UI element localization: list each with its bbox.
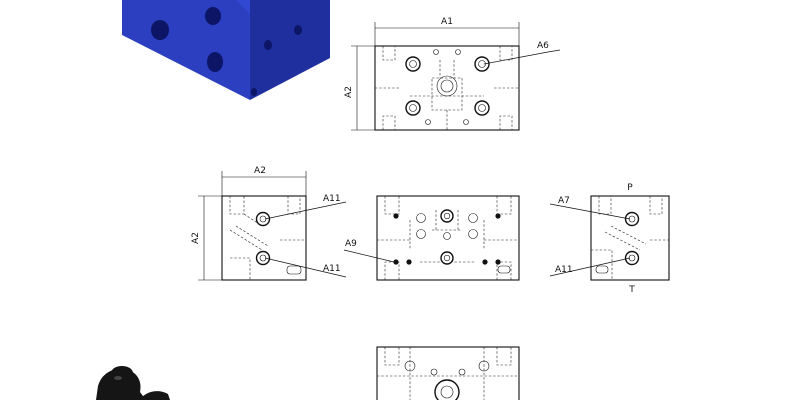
port-t-label: T [628, 285, 635, 295]
block-top-edge [236, 0, 250, 14]
callout-a6-label: A6 [537, 41, 549, 51]
block-front-face [122, 0, 250, 100]
block-hole [207, 52, 223, 72]
block-side-face [250, 0, 330, 100]
small-hole [393, 259, 399, 265]
left-side-view: A2 A2 A11 A11 [191, 166, 347, 281]
block-hole [251, 88, 257, 96]
knob-highlight [114, 376, 122, 380]
callout-a9-label: A9 [345, 239, 357, 249]
block-hole [294, 25, 302, 35]
front-view: A9 [343, 195, 520, 281]
dimension-a2-label: A2 [344, 86, 354, 98]
top-view: A1 A2 A6 [344, 17, 561, 131]
knob-render [96, 366, 170, 400]
manifold-block-3d-render [122, 0, 330, 100]
block-hole [264, 40, 272, 50]
dimension-a2-horizontal-label: A2 [254, 166, 266, 176]
small-hole [406, 259, 412, 265]
small-hole [495, 259, 501, 265]
port-p-label: P [627, 183, 633, 193]
callout-a11-lower-label: A11 [323, 264, 341, 274]
small-hole [393, 213, 399, 219]
callout-a11-right-label: A11 [555, 265, 573, 275]
bottom-view [376, 346, 520, 400]
block-hole [151, 20, 169, 40]
right-side-view: P T A7 A11 [549, 183, 670, 295]
callout-a7-label: A7 [558, 196, 570, 206]
dimension-a2-vertical-label: A2 [191, 232, 201, 244]
callout-a11-upper-label: A11 [323, 194, 341, 204]
block-hole [205, 7, 221, 25]
small-hole [482, 259, 488, 265]
dimension-a1-label: A1 [441, 17, 453, 27]
small-hole [495, 213, 501, 219]
